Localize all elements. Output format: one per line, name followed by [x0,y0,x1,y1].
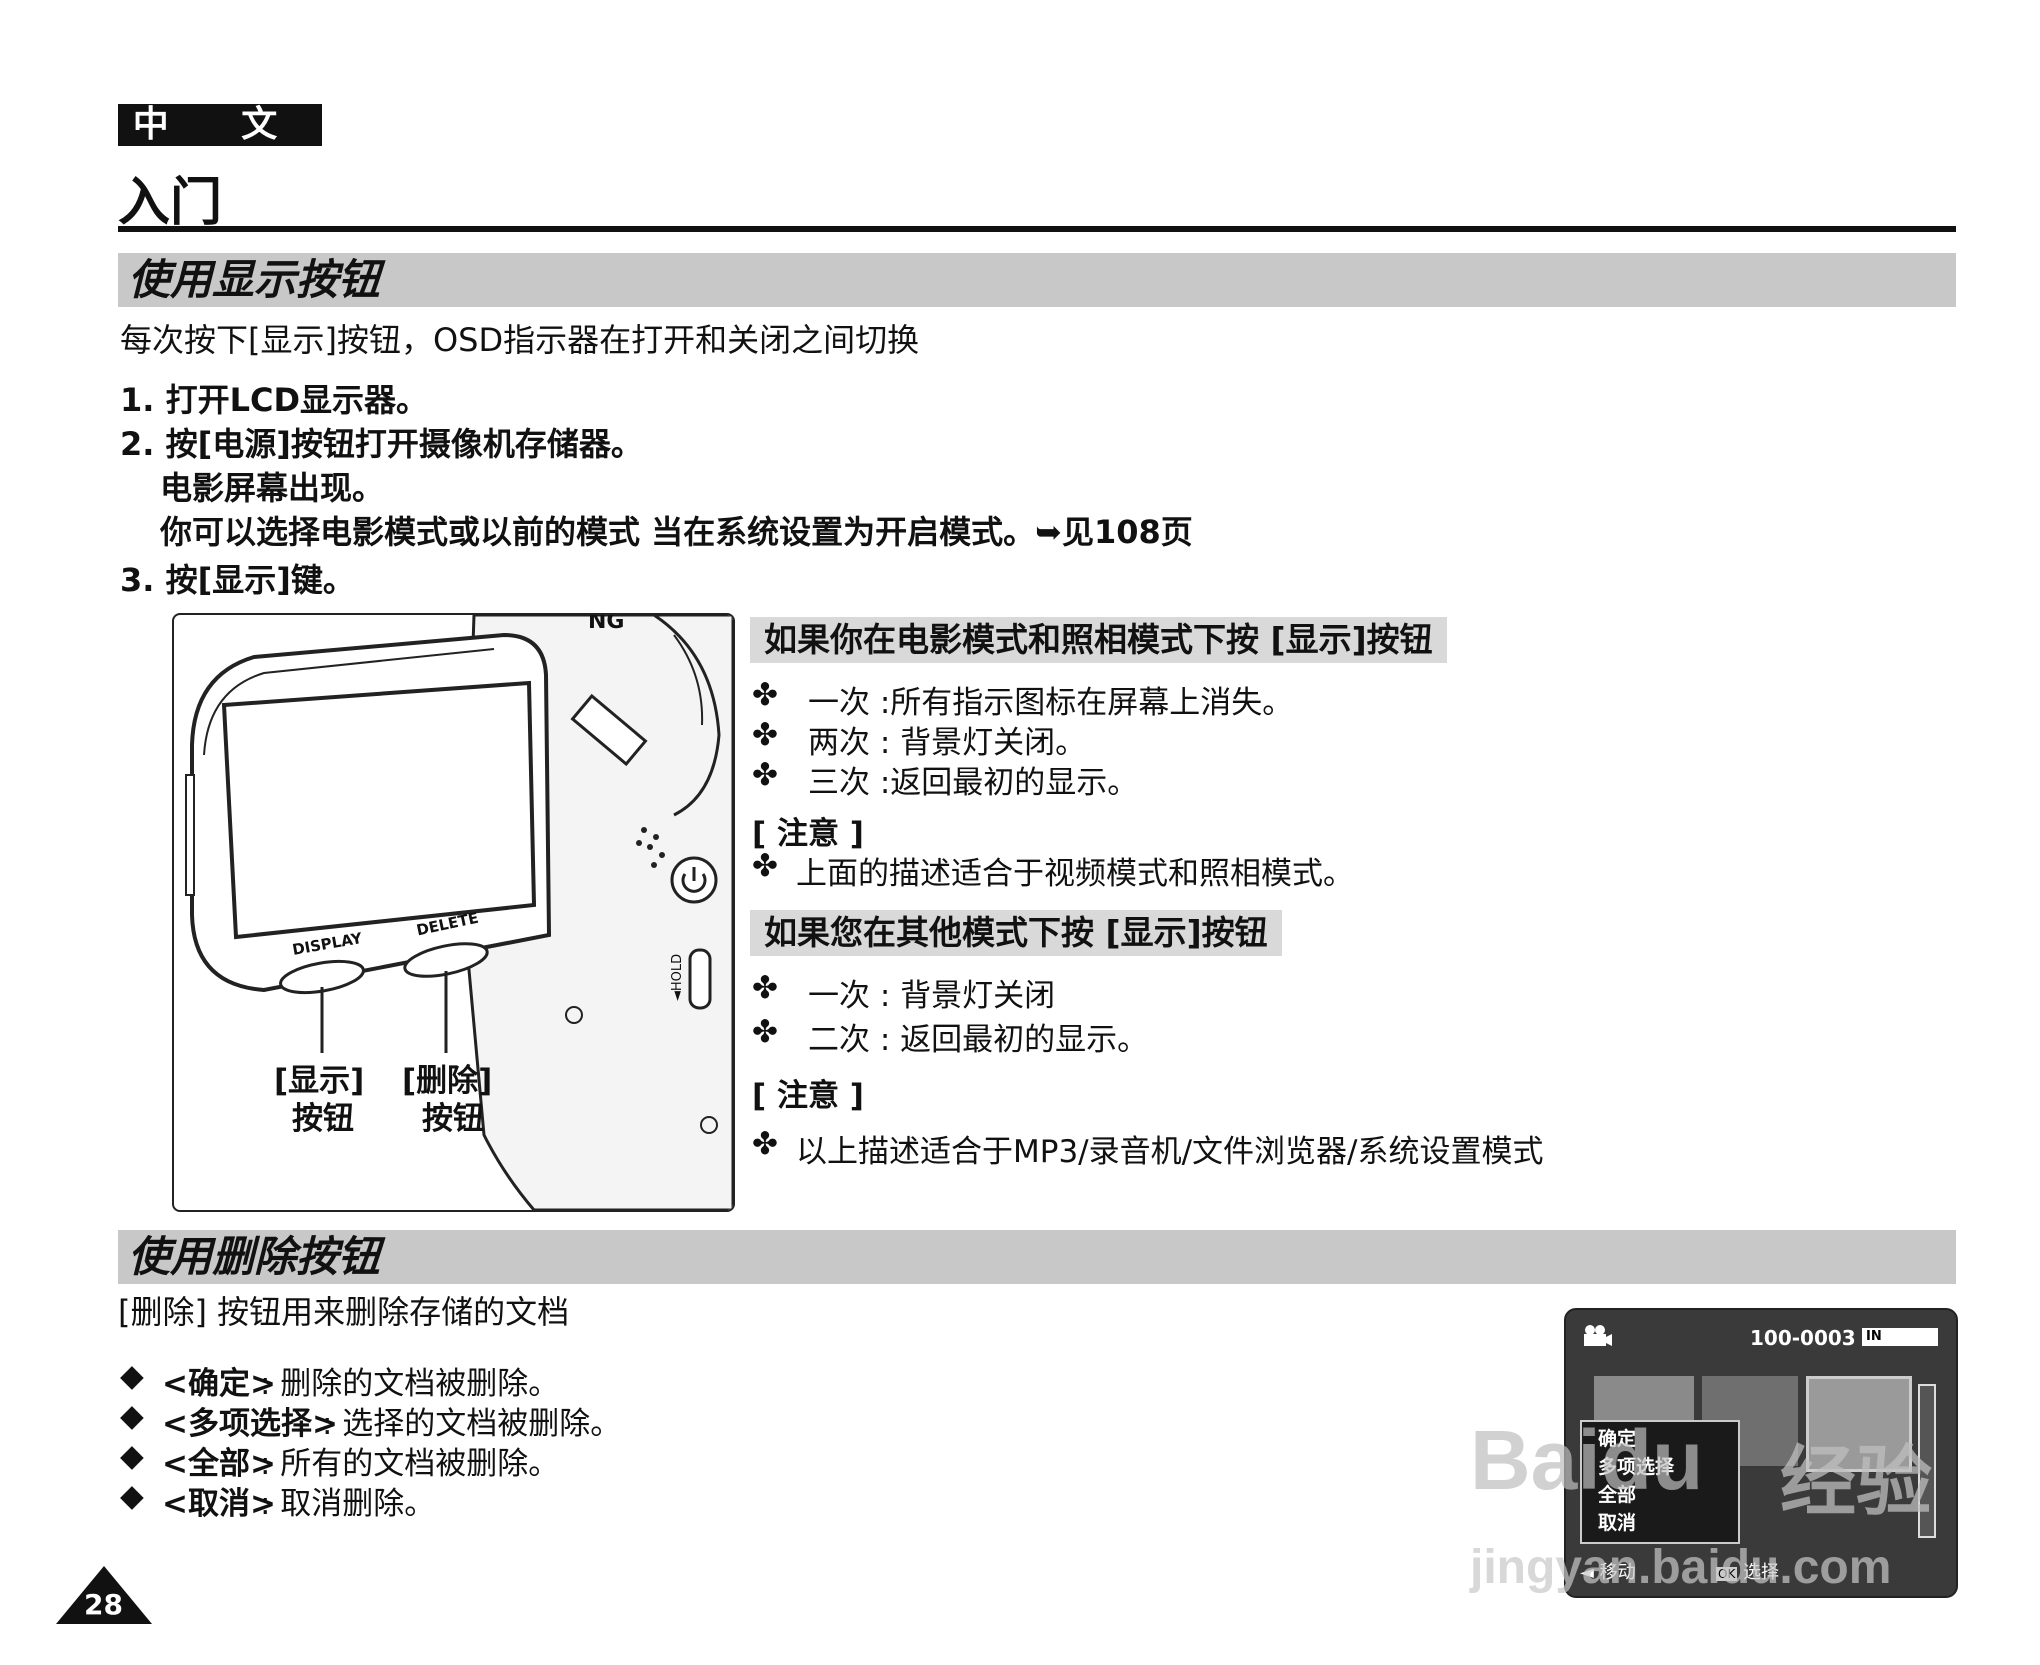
diamond-bullet-icon: ◆ [120,1358,144,1394]
bullet-icon: ✤ [752,677,778,713]
device-screen: 100-0003 IN 确定 多项选择 全部 取消 ◄ 移动 OK 选择 [1564,1308,1958,1598]
section-title-delete: 使用删除按钮 [128,1232,381,1281]
diamond-bullet-icon: ◆ [120,1398,144,1434]
section-intro-delete: [删除] 按钮用来删除存储的文档 [118,1293,570,1331]
menu-item-cancel[interactable]: 取消 [1598,1512,1637,1534]
step-3: 3. 按[显示]键。 [120,561,355,599]
step-2-note-1: 电影屏幕出现。 [160,469,385,507]
note-text-1: 上面的描述适合于视频模式和照相模式。 [796,856,1354,892]
step-1: 1. 打开LCD显示器。 [120,381,429,419]
section-intro-display: 每次按下[显示]按钮，OSD指示器在打开和关闭之间切换 [120,321,920,359]
menu-item-all[interactable]: 全部 [1598,1484,1637,1506]
scrollbar[interactable] [1918,1384,1936,1538]
bullet-icon: ✤ [752,757,778,793]
callout-delete-bracket: [删除] [402,1063,493,1099]
step-2: 2. 按[电源]按钮打开摄像机存储器。 [120,425,643,463]
callout-display-bracket: [显示] [274,1063,365,1099]
camera-drawing [185,615,733,1210]
chapter-title: 入门 [118,173,223,233]
delete-option-key: <取消> [162,1486,276,1522]
movie-camera-icon [1580,1324,1612,1348]
movie-photo-heading: 如果你在电影模式和照相模式下按 [显示]按钮 [750,617,1447,663]
bullet-icon: ✤ [752,970,778,1006]
other-modes-heading: 如果您在其他模式下按 [显示]按钮 [750,910,1282,956]
language-tag: 中 文 [118,104,322,146]
note-heading-2: [ 注意 ] [752,1078,864,1114]
other-modes-item-2: 二次 : 返回最初的显示。 [808,1022,1149,1058]
delete-option-desc: : 取消删除。 [260,1486,436,1522]
callout-display-label: 按钮 [292,1101,354,1137]
delete-option-key: <全部> [162,1446,276,1482]
section-title-display: 使用显示按钮 [128,255,381,304]
watermark-brand-bai: Bai [1470,1413,1601,1507]
footer-move-hint: ◄ 移动 [1580,1562,1636,1583]
page-number-badge: 28 [56,1566,152,1630]
ok-key-icon: OK [1716,1567,1738,1581]
section-bar-delete [118,1230,1956,1284]
note-text-2: 以上描述适合于MP3/录音机/文件浏览器/系统设置模式 [796,1134,1544,1170]
bullet-icon: ✤ [752,1126,778,1162]
memory-battery-indicator: IN [1862,1328,1938,1346]
delete-option-key: <多项选择> [162,1406,338,1442]
watermark-brand-du: du [1600,1413,1704,1507]
callout-delete-label: 按钮 [422,1101,484,1137]
header-rule [118,226,1956,232]
diamond-bullet-icon: ◆ [120,1478,144,1514]
delete-option-desc: : 删除的文档被删除。 [260,1366,560,1402]
bullet-icon: ✤ [752,1014,778,1050]
footer-move-label: 移动 [1599,1562,1636,1583]
delete-option-desc: : 所有的文档被删除。 [260,1446,560,1482]
file-number: 100-0003 [1750,1326,1856,1350]
memory-label: IN [1866,1329,1882,1344]
hold-switch-label: ◄HOLD [670,953,686,1002]
bullet-icon: ✤ [752,717,778,753]
delete-option-desc: : 选择的文档被删除。 [322,1406,622,1442]
menu-item-multi-select[interactable]: 多项选择 [1598,1456,1675,1478]
delete-option-key: <确定> [162,1366,276,1402]
diamond-bullet-icon: ◆ [120,1438,144,1474]
camera-illustration: DISPLAY DELETE ◄HOLD NG [显示] 按钮 [删除] 按钮 [172,613,735,1212]
step-2-note-2: 你可以选择电影模式或以前的模式 当在系统设置为开启模式。➥见108页 [160,513,1193,551]
movie-photo-item-1: 一次 :所有指示图标在屏幕上消失。 [808,685,1294,721]
thumbnail-3 [1806,1376,1912,1472]
delete-menu: 确定 多项选择 全部 取消 [1580,1420,1740,1544]
footer-select-hint: OK 选择 [1716,1558,1779,1584]
watermark-product: 经验 [1780,1437,1932,1526]
bullet-icon: ✤ [752,848,778,884]
movie-photo-item-2: 两次 : 背景灯关闭。 [808,725,1087,761]
brand-fragment: NG [588,613,625,634]
watermark-url: jingyan.baidu.com [1470,1541,1892,1594]
watermark-brand: Baidu [1470,1412,1703,1509]
menu-item-confirm[interactable]: 确定 [1598,1428,1637,1450]
section-bar-display [118,253,1956,307]
page-number: 28 [84,1588,123,1621]
movie-photo-item-3: 三次 :返回最初的显示。 [808,765,1139,801]
other-modes-item-1: 一次 : 背景灯关闭 [808,978,1056,1014]
footer-select-label: 选择 [1743,1562,1780,1583]
note-heading-1: [ 注意 ] [752,816,864,852]
